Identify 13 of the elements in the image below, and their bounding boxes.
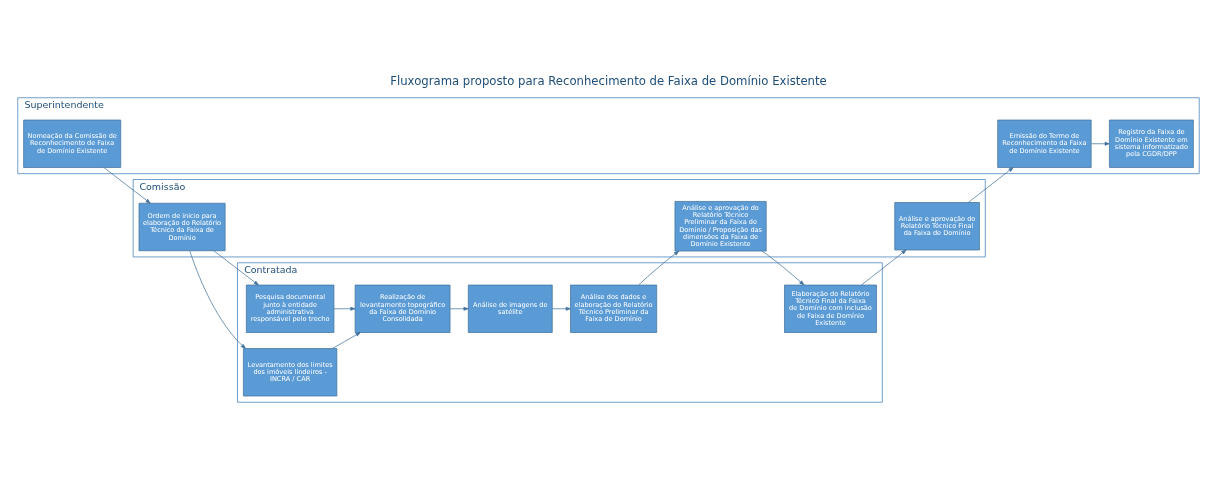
- arrow: [552, 306, 571, 311]
- arrow: [638, 250, 680, 286]
- arrow: [103, 167, 151, 204]
- arrow: [861, 249, 907, 286]
- arrow: [968, 167, 1014, 203]
- arrow: [761, 250, 805, 286]
- arrow: [332, 332, 361, 349]
- arrow: [333, 306, 356, 311]
- arrow: [213, 250, 259, 286]
- arrow: [1091, 141, 1110, 146]
- diagram-title: Fluxograma proposto para Reconhecimento de Faixa de Domínio Existente: [390, 74, 827, 89]
- arrow: [189, 250, 246, 349]
- arrow: [449, 306, 469, 311]
